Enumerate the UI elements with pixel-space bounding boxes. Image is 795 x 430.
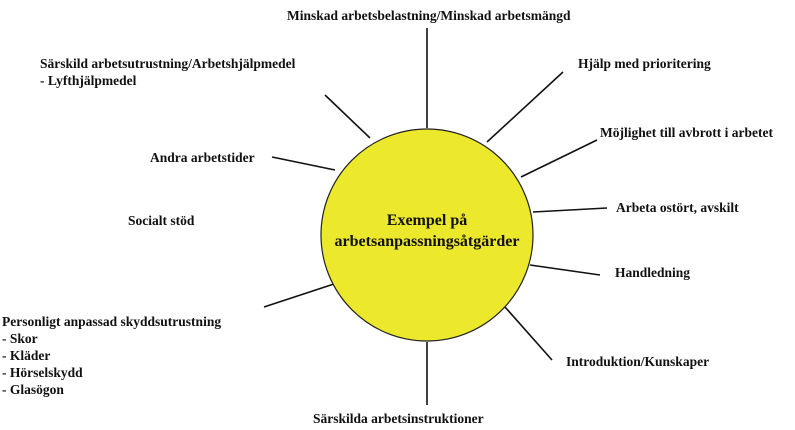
connector-introduktion — [504, 306, 553, 361]
label-prioritering: Hjälp med prioritering — [578, 56, 711, 71]
connector-avbrott — [520, 139, 598, 178]
skydd-sub-3: - Hörselskydd — [2, 365, 83, 380]
skydd-sub-2: - Kläder — [2, 348, 51, 363]
center-title: Exempel på arbetsanpassningsåtgärder — [322, 210, 532, 252]
connector-utrustning — [324, 94, 371, 139]
label-handledning: Handledning — [615, 265, 691, 280]
skydd-title: Personligt anpassad skyddsutrustning — [2, 314, 222, 329]
label-utrustning: Särskild arbetsutrustning/Arbetshjälpmed… — [40, 55, 295, 89]
connector-ostort — [532, 207, 608, 213]
connector-prioritering — [486, 71, 564, 143]
label-skydd: Personligt anpassad skyddsutrustning - S… — [2, 313, 221, 398]
connector-arbetstider — [271, 156, 336, 171]
utrustning-sub: - Lyfthjälpmedel — [40, 73, 137, 88]
skydd-sub-4: - Glasögon — [2, 382, 64, 397]
label-instruktioner: Särskilda arbetsinstruktioner — [313, 411, 484, 426]
label-introduktion: Introduktion/Kunskaper — [566, 354, 710, 369]
label-top: Minskad arbetsbelastning/Minskad arbetsm… — [287, 8, 571, 23]
label-avbrott: Möjlighet till avbrott i arbetet — [600, 125, 773, 140]
skydd-sub-1: - Skor — [2, 331, 38, 346]
connector-skydd — [263, 281, 341, 308]
connector-handledning — [529, 264, 601, 276]
label-ostort: Arbeta ostört, avskilt — [616, 200, 739, 215]
center-title-line1: Exempel på — [386, 212, 468, 229]
utrustning-title: Särskild arbetsutrustning/Arbetshjälpmed… — [40, 56, 296, 71]
center-title-line2: arbetsanpassningsåtgärder — [334, 233, 520, 250]
center-circle — [320, 128, 534, 342]
label-arbetstider: Andra arbetstider — [150, 150, 255, 165]
label-socialt: Socialt stöd — [128, 213, 195, 228]
